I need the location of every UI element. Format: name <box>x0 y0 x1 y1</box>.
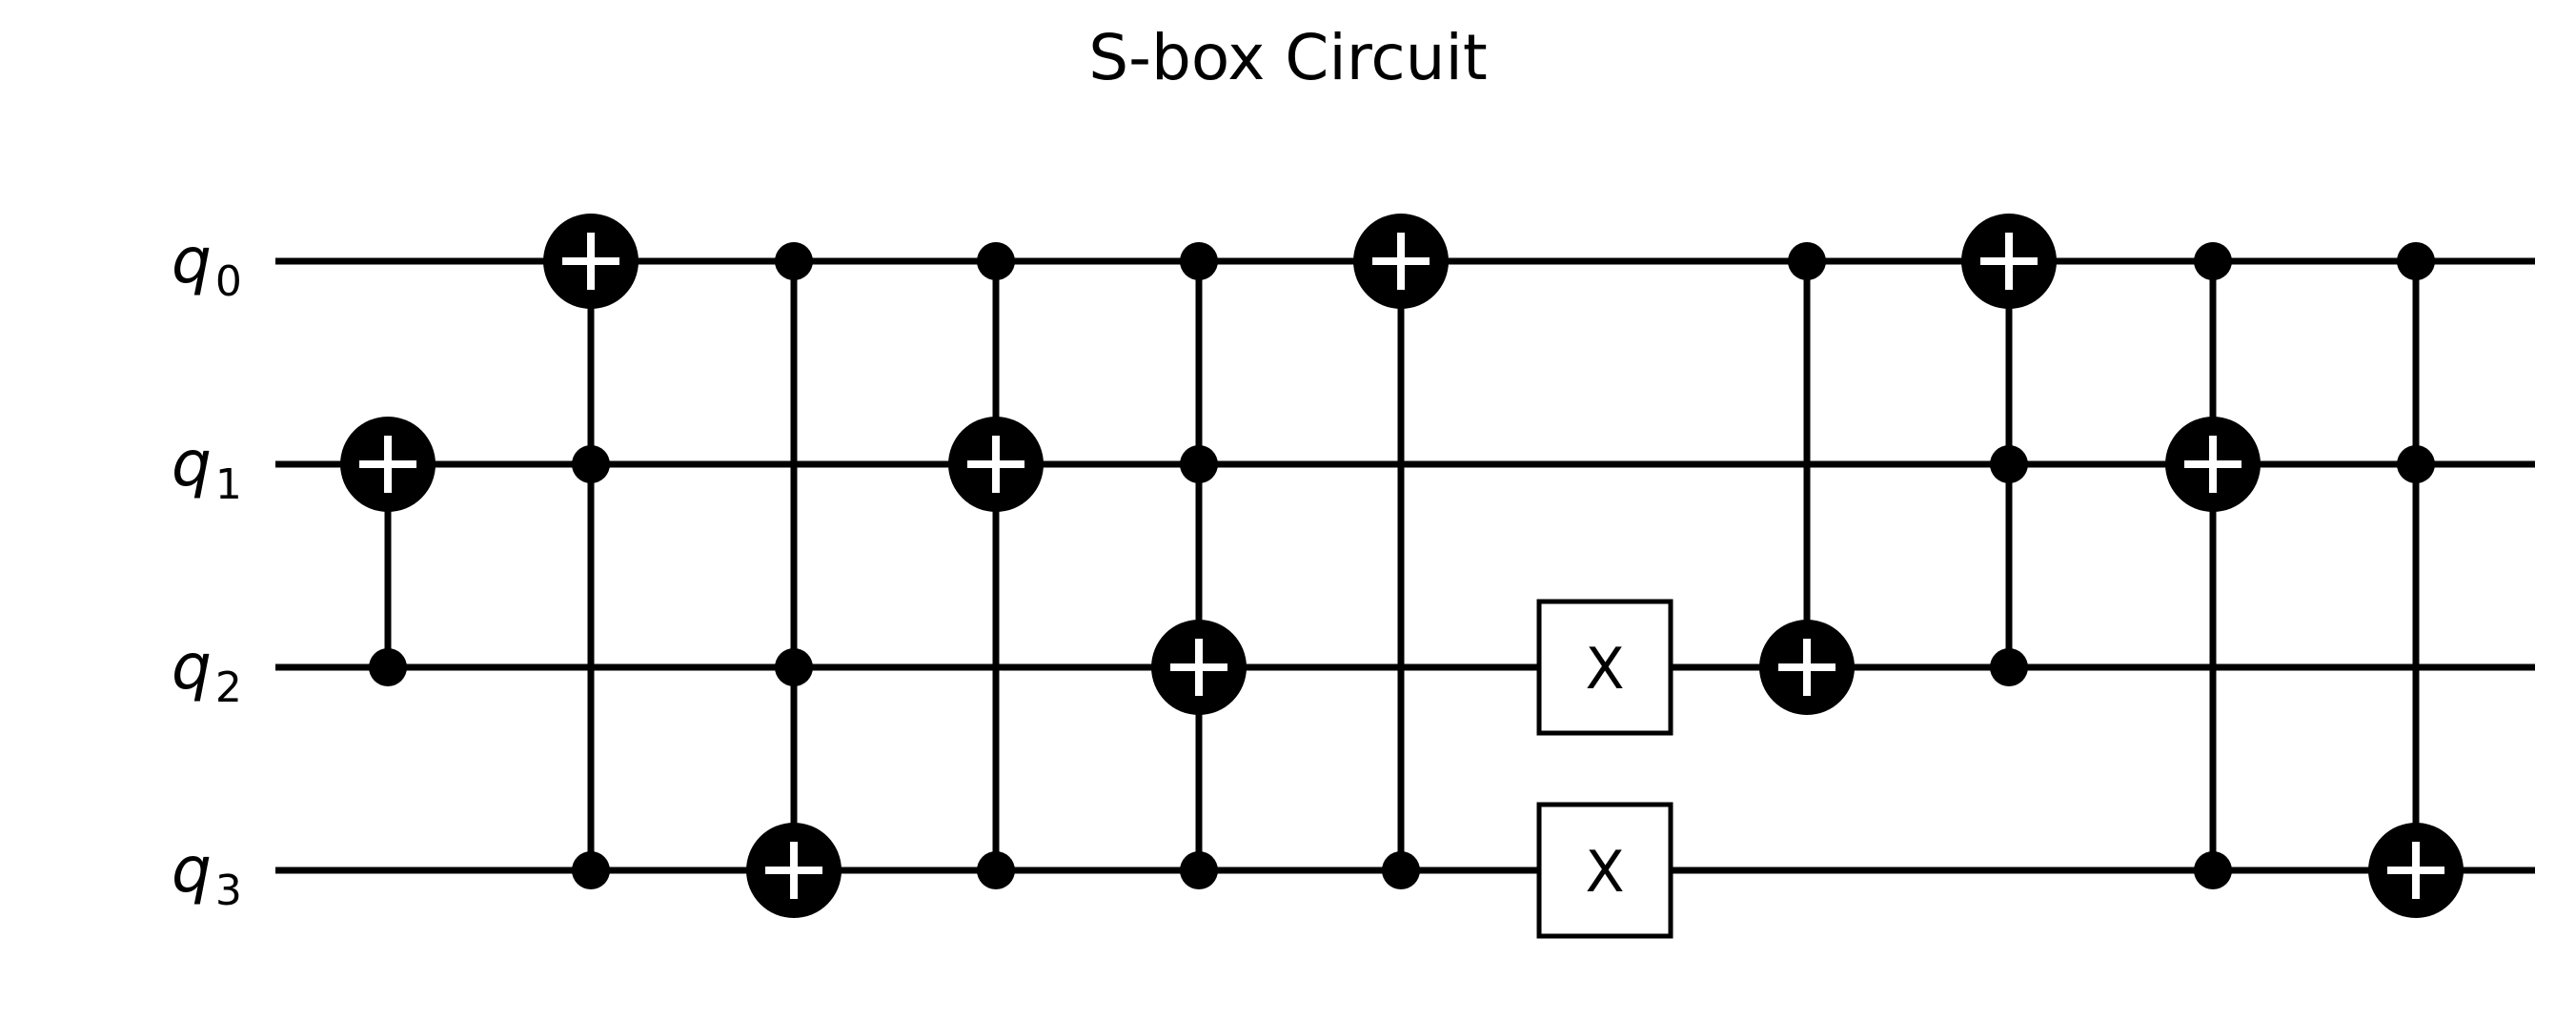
qubit-index: 0 <box>215 257 242 306</box>
gate-11 <box>2368 242 2464 918</box>
qubit-letter: q <box>172 224 212 297</box>
gate-6-q3-control-dot <box>1382 851 1420 889</box>
qubit-letter: q <box>172 630 212 704</box>
gate-4 <box>948 242 1044 889</box>
gate-3 <box>746 242 842 918</box>
qubit-letter: q <box>172 833 212 907</box>
gate-4-q0-control-dot <box>977 242 1015 280</box>
qubit-wires <box>275 257 2535 874</box>
qubit-index: 2 <box>215 663 242 712</box>
gate-6 <box>1353 214 1449 889</box>
gate-5-q0-control-dot <box>1180 242 1218 280</box>
gate-9-q1-control-dot <box>1990 445 2028 483</box>
gate-9-q2-control-dot <box>1990 648 2028 686</box>
gate-2-q1-control-dot <box>572 445 610 483</box>
gate-layer: XX <box>340 214 2464 939</box>
gate-10-q3-control-dot <box>2194 851 2232 889</box>
gate-3-q2-control-dot <box>775 648 813 686</box>
gate-5 <box>1151 242 1247 889</box>
gate-3-q0-control-dot <box>775 242 813 280</box>
x-gate-label-q3: X <box>1585 839 1624 906</box>
gate-8 <box>1759 242 1855 715</box>
gate-10 <box>2165 242 2261 889</box>
x-gate-box-q2 <box>1536 599 1673 736</box>
qubit-index: 1 <box>215 460 242 509</box>
qubit-letter: q <box>172 427 212 500</box>
qubit-label-q2: q2 <box>172 630 242 712</box>
qubit-label-q3: q3 <box>172 833 242 915</box>
gate-8-q0-control-dot <box>1788 242 1826 280</box>
gate-1 <box>340 417 436 686</box>
gate-2-q3-control-dot <box>572 851 610 889</box>
gate-5-q1-control-dot <box>1180 445 1218 483</box>
gate-2 <box>543 214 639 889</box>
gate-7: XX <box>1536 599 1673 939</box>
qubit-label-q0: q0 <box>172 224 242 306</box>
gate-10-q0-control-dot <box>2194 242 2232 280</box>
x-gate-label-q2: X <box>1585 636 1624 703</box>
gate-11-q0-control-dot <box>2397 242 2435 280</box>
gate-4-q3-control-dot <box>977 851 1015 889</box>
diagram-title: S-box Circuit <box>1088 21 1488 94</box>
gate-1-q2-control-dot <box>369 648 407 686</box>
gate-9 <box>1961 214 2057 686</box>
qubit-label-q1: q1 <box>172 427 242 509</box>
gate-11-q1-control-dot <box>2397 445 2435 483</box>
gate-5-q3-control-dot <box>1180 851 1218 889</box>
qubit-index: 3 <box>215 867 242 915</box>
x-gate-box-q3 <box>1536 802 1673 939</box>
